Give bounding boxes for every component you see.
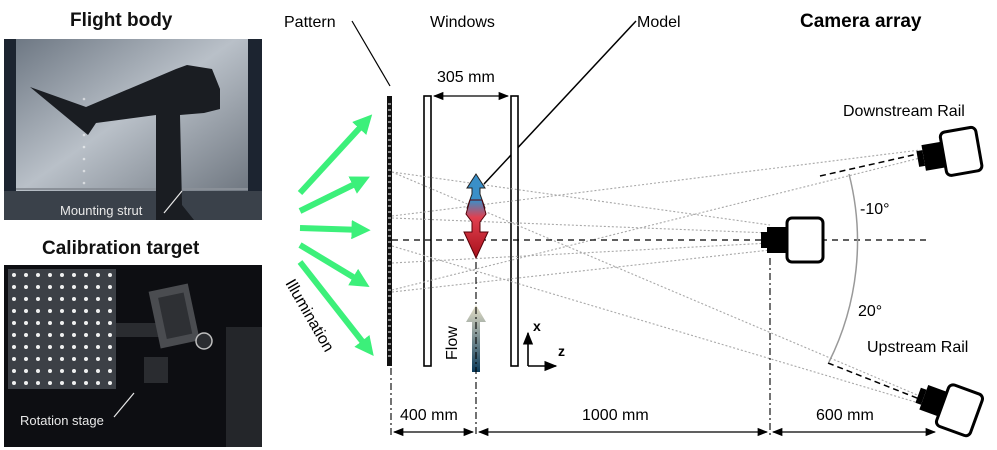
pattern-plate [387,96,392,366]
windows-label: Windows [430,14,495,31]
calibration-target-title: Calibration target [42,238,200,259]
flight-body-title: Flight body [70,10,173,31]
mounting-strut-caption: Mounting strut [60,203,143,218]
model-to-camera-label: 1000 mm [582,407,649,424]
pattern-label: Pattern [284,14,336,31]
calibration-dots [12,273,112,385]
downstream-angle-label: -10° [860,201,890,218]
illumination-label: Illumination [282,277,337,356]
illumination-arrows [297,114,374,357]
camera-array-title: Camera array [800,11,922,32]
flight-body-photo [4,39,262,220]
camera-icon [909,373,986,439]
flow-label: Flow [444,326,461,360]
window-2 [510,95,519,367]
flight-body-silhouette [30,65,220,220]
extension-lines [390,258,771,436]
camera-icon [912,125,985,183]
flight-body-image [4,39,262,220]
calibration-target-photo [4,265,262,447]
upstream-rail-label: Upstream Rail [867,339,968,356]
window-1 [423,95,432,367]
axis-z-label: z [558,343,565,359]
rotation-stage-caption: Rotation stage [20,413,104,428]
downstream-rail-line [819,152,923,177]
model-label: Model [637,14,681,31]
camera-icon [759,216,825,264]
downstream-rail-label: Downstream Rail [843,103,965,120]
angle-arc [828,173,859,363]
camera-to-rail-label: 600 mm [816,407,874,424]
window-gap-label: 305 mm [437,69,495,86]
upstream-angle-label: 20° [858,303,882,320]
axes-icon [522,331,558,372]
axis-x-label: x [533,318,541,334]
upstream-rail-line [827,362,923,401]
calibration-target-image [4,265,262,447]
model-arrow-icon [463,173,489,260]
pattern-to-model-label: 400 mm [400,407,458,424]
